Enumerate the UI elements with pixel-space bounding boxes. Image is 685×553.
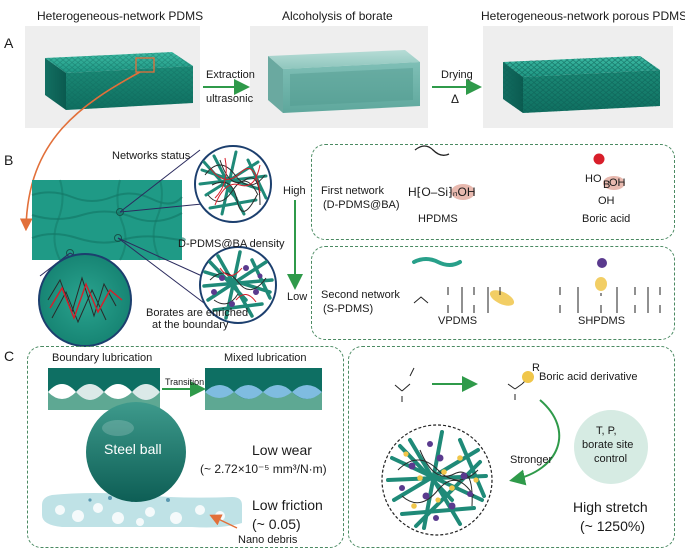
control-text-1: T, P,: [596, 425, 617, 437]
wear-value: (~ 2.72×10⁻⁵ mm³/N·m): [200, 462, 327, 476]
pdms-block-3: [503, 56, 660, 113]
nano-debris-label: Nano debris: [238, 534, 298, 546]
control-text-3: control: [594, 453, 628, 465]
shpdms-structure: [559, 287, 661, 313]
hpdms-chain-icon: [414, 145, 450, 156]
shpdms-label: SHPDMS: [578, 315, 626, 327]
vpdms-label: VPDMS: [438, 315, 478, 327]
zoom-line: [117, 237, 203, 277]
boric-oh-bottom: OH: [598, 195, 615, 207]
first-network-label: First network: [321, 185, 384, 197]
panel-letter-a: A: [4, 35, 14, 51]
first-network-sub: (D-PDMS@BA): [323, 199, 400, 211]
drying-label: Drying: [441, 69, 473, 81]
hpdms-label: HPDMS: [418, 213, 458, 225]
second-network-label: Second network: [321, 289, 400, 301]
vinyl-highlight: [489, 290, 515, 306]
mixed-lubrication-tile: [205, 368, 322, 410]
extraction-label: Extraction: [206, 69, 255, 81]
network-surface: [31, 179, 186, 261]
boric-ho: HO: [585, 173, 602, 185]
transition-label: Transition: [165, 377, 205, 387]
hpdms-formula: H⁅O–Si⁆ₙOH: [408, 185, 476, 199]
panel-letter-c: C: [4, 348, 15, 364]
borates-note-1: Borates are enriched: [146, 307, 249, 319]
control-circle: [574, 410, 648, 484]
zoom-region: [135, 57, 155, 73]
low-label: Low: [287, 291, 308, 303]
borates-note-2: at the boundary: [152, 319, 229, 331]
steel-ball-label: Steel ball: [104, 441, 162, 457]
derivative-frame: [348, 346, 675, 548]
panel-letter-b: B: [4, 152, 14, 168]
boric-acid-structure-c: [394, 367, 415, 402]
high-density-network: [194, 145, 272, 223]
shpdms-dot: [597, 258, 607, 268]
zoom-line: [119, 149, 201, 213]
debris-pointer: [209, 514, 238, 529]
zoom-arrow: [19, 71, 141, 232]
stretch-value: (~ 1250%): [580, 518, 645, 534]
strengthened-network: [381, 424, 493, 536]
density-label: D-PDMS@BA density: [178, 238, 285, 250]
high-stretch-label: High stretch: [573, 499, 648, 515]
vpdms-structure: [413, 287, 501, 313]
pdms-block-1: [45, 52, 193, 110]
hydroxyl-highlight: [603, 176, 625, 190]
low-density-network: [199, 246, 277, 324]
first-network-frame: [311, 144, 675, 240]
networks-title: Networks status: [112, 150, 191, 162]
boric-b: B: [603, 179, 611, 191]
step2-title: Alcoholysis of borate: [282, 9, 393, 23]
zoom-line: [119, 203, 203, 213]
second-network-sub: (S-PDMS): [323, 303, 374, 315]
stronger-label: Stronger: [510, 454, 553, 466]
boundary-lubrication-label: Boundary lubrication: [52, 352, 153, 364]
zoom-line: [117, 237, 209, 307]
step1-title: Heterogeneous-network PDMS: [37, 9, 204, 23]
second-network-frame: [311, 246, 675, 340]
derivative-dot: [522, 371, 534, 383]
boundary-network: [38, 253, 132, 347]
friction-value: (~ 0.05): [252, 516, 301, 532]
pdms-block-2: [268, 50, 420, 113]
mixed-lubrication-label: Mixed lubrication: [224, 352, 307, 364]
boric-acid-label: Boric acid: [582, 213, 631, 225]
high-label: High: [283, 185, 306, 197]
boric-derivative-label: Boric acid derivative: [539, 371, 638, 383]
hydroxyl-highlight: [451, 184, 475, 200]
hydride-highlight: [595, 277, 607, 291]
low-wear-label: Low wear: [252, 442, 312, 458]
stronger-arrow: [509, 399, 561, 486]
r-group-label: R: [532, 362, 540, 374]
boric-acid-dot: [593, 153, 605, 165]
lubrication-frame: [27, 346, 344, 548]
steel-ball: [42, 402, 242, 528]
ultrasonic-label: ultrasonic: [206, 93, 254, 105]
low-friction-label: Low friction: [252, 497, 323, 513]
control-text-2: borate site: [582, 439, 634, 451]
step3-title: Heterogeneous-network porous PDMS: [481, 9, 685, 23]
boric-oh: OH: [609, 177, 626, 189]
vpdms-chain-icon: [412, 257, 462, 267]
heat-label: Δ: [451, 92, 460, 106]
